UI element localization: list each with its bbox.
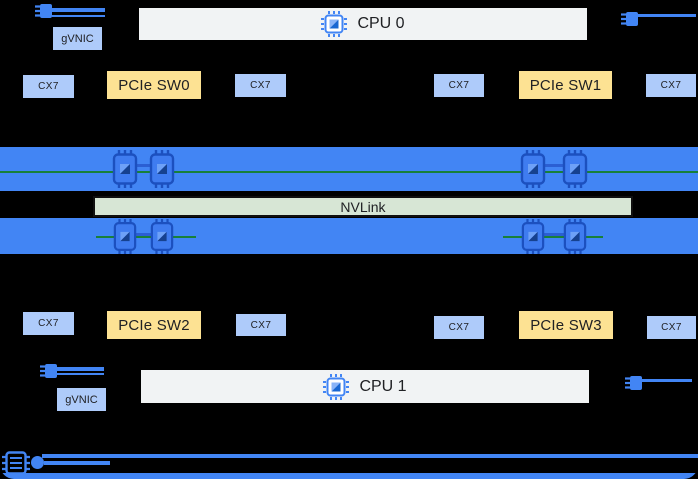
- network-line: [634, 14, 696, 17]
- cx7-nic-box: CX7: [236, 314, 286, 336]
- gpu-pair-link: [136, 233, 152, 236]
- gpu-chip-icon: [519, 219, 547, 254]
- cpu-chip-icon: [323, 373, 350, 400]
- cx7-label: CX7: [250, 80, 271, 91]
- cx7-nic-box: CX7: [23, 312, 74, 335]
- network-link-icon: [40, 363, 57, 379]
- nvlink-label: NVLink: [340, 198, 386, 215]
- gpu-chip-icon: [148, 150, 176, 188]
- network-line-thin: [56, 373, 104, 375]
- pcie-sw2-label: PCIe SW2: [118, 316, 190, 334]
- cpu1-box: CPU 1: [141, 370, 589, 403]
- gpu-row-top-bar: [0, 147, 698, 191]
- pcie-sw1-box: PCIe SW1: [519, 71, 612, 99]
- gvnic-bottom-box: gVNIC: [57, 388, 106, 411]
- network-line: [638, 379, 692, 382]
- cx7-label: CX7: [38, 81, 59, 92]
- gpu-pair-link: [544, 233, 564, 236]
- cx7-label: CX7: [661, 322, 682, 333]
- cpu0-box: CPU 0: [139, 8, 587, 40]
- pcie-sw1-label: PCIe SW1: [529, 76, 602, 94]
- gvnic-bottom-label: gVNIC: [65, 393, 98, 406]
- gpu-chip-icon: [111, 150, 139, 188]
- nic-chip-icon: [2, 450, 30, 477]
- gpu-chip-icon: [519, 150, 547, 188]
- network-line-thin: [52, 15, 105, 17]
- cpu0-label: CPU 0: [357, 15, 405, 32]
- cx7-nic-box: CX7: [646, 74, 696, 97]
- network-line: [42, 8, 105, 12]
- cx7-label: CX7: [448, 80, 470, 91]
- cx7-label: CX7: [448, 322, 470, 333]
- network-rail-stub: [44, 461, 110, 465]
- network-rail-top: [42, 454, 698, 458]
- gpu-chip-icon: [561, 219, 589, 254]
- cx7-nic-box: CX7: [23, 75, 74, 98]
- nvlink-trace: [0, 171, 698, 173]
- cpu-chip-icon: [321, 11, 348, 37]
- nvlink-trace: [503, 236, 603, 238]
- pcie-sw2-box: PCIe SW2: [107, 311, 201, 339]
- cx7-nic-box: CX7: [647, 316, 696, 339]
- cx7-label: CX7: [660, 80, 682, 91]
- nvlink-bar: NVLink: [93, 196, 633, 217]
- network-link-icon: [625, 375, 642, 391]
- cpu1-label: CPU 1: [359, 377, 407, 395]
- gpu-pair-link: [544, 164, 564, 167]
- pcie-sw3-label: PCIe SW3: [530, 316, 602, 334]
- network-line: [46, 367, 104, 371]
- pcie-sw0-label: PCIe SW0: [118, 76, 190, 94]
- cx7-label: CX7: [38, 318, 59, 329]
- cx7-label: CX7: [250, 319, 272, 331]
- cx7-nic-box: CX7: [434, 316, 484, 339]
- cx7-nic-box: CX7: [235, 74, 286, 97]
- network-link-icon: [621, 11, 638, 27]
- gpu-chip-icon: [148, 219, 176, 254]
- gvnic-top-label: gVNIC: [61, 32, 94, 45]
- gvnic-top-box: gVNIC: [53, 27, 102, 50]
- gpu-chip-icon: [111, 219, 139, 254]
- network-rail-bottom: [0, 473, 698, 479]
- network-link-icon: [35, 3, 52, 19]
- pcie-sw3-box: PCIe SW3: [519, 311, 613, 339]
- network-node-icon: [31, 456, 44, 469]
- gpu-pair-link: [136, 164, 152, 167]
- gpu-chip-icon: [561, 150, 589, 188]
- cx7-nic-box: CX7: [434, 74, 484, 97]
- nvlink-trace: [96, 236, 196, 238]
- pcie-sw0-box: PCIe SW0: [107, 71, 201, 99]
